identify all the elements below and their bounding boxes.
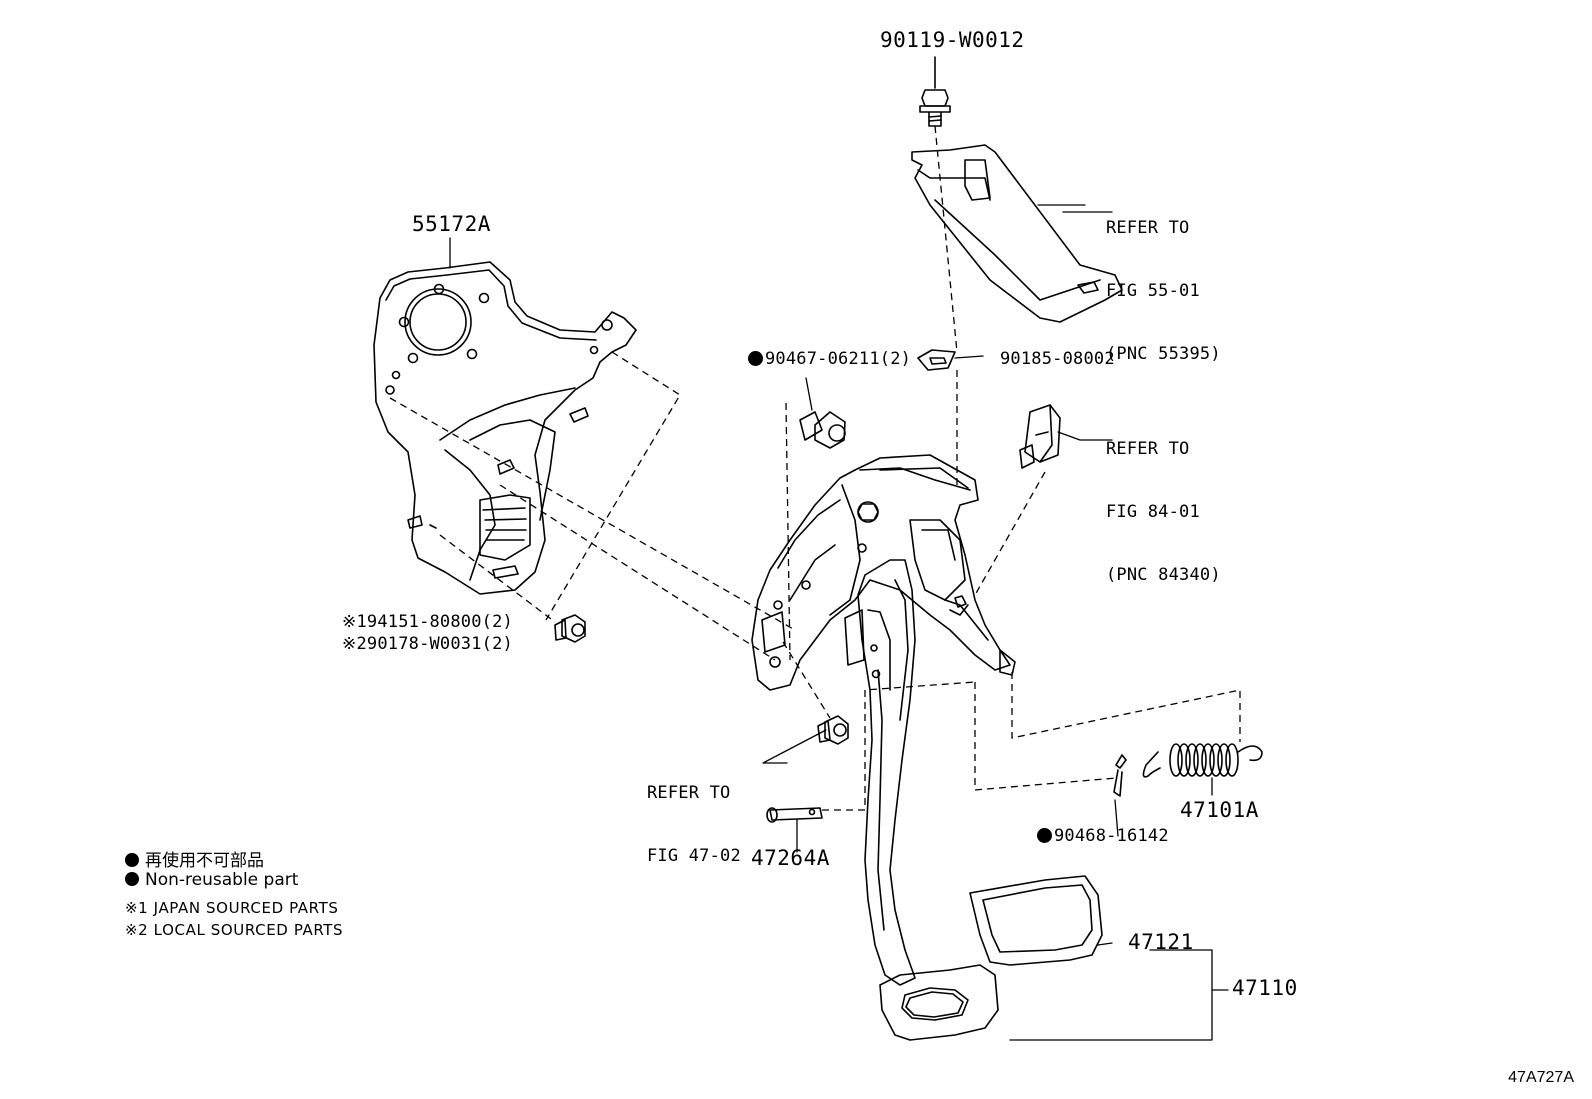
- part-label-94151[interactable]: ※194151-80800(2): [342, 612, 513, 633]
- nut-94151-drawing: [554, 614, 586, 643]
- refer-line-1: REFER TO: [1106, 439, 1190, 459]
- stop-lamp-switch-drawing: [1019, 404, 1061, 469]
- pedal-lever-drawing: [844, 559, 916, 986]
- legend-non-reusable-jp: 再使用不可部品: [125, 846, 264, 871]
- upper-cover-drawing: [911, 144, 1123, 323]
- part-label-90185[interactable]: 90185-08002: [1000, 349, 1115, 369]
- pin-47264a-drawing: [766, 807, 823, 853]
- part-label-90467[interactable]: 90467-06211(2): [748, 349, 911, 370]
- pedal-pad-47121-drawing: [969, 875, 1103, 966]
- refer-line-2: FIG 55-01: [1106, 281, 1200, 301]
- non-reusable-dot-icon: [1037, 828, 1052, 843]
- bracket-55172a-drawing: [373, 261, 637, 595]
- nut-refer-4702-drawing: [817, 715, 849, 745]
- refer-line-1: REFER TO: [1106, 218, 1190, 238]
- refer-line-3: (PNC 84340): [1106, 565, 1221, 585]
- legend-local-sourced: ※2 LOCAL SOURCED PARTS: [125, 921, 344, 939]
- bolt-90119-drawing: [919, 56, 951, 127]
- part-number-text: 90467-06211(2): [765, 349, 912, 369]
- part-label-47121[interactable]: 47121: [1128, 930, 1194, 954]
- refer-fig-84-01[interactable]: REFER TO FIG 84-01 (PNC 84340): [1106, 397, 1221, 607]
- stopper-90467-drawing: [799, 377, 846, 449]
- part-label-55172a[interactable]: 55172A: [412, 212, 491, 236]
- legend-dot-icon: [125, 853, 139, 867]
- part-number-text: 94151-80800(2): [366, 612, 513, 632]
- legend-non-reusable-en: Non-reusable part: [125, 870, 298, 890]
- part-number-text: 90468-16142: [1054, 826, 1169, 846]
- refer-line-3: (PNC 55395): [1106, 344, 1221, 364]
- refer-fig-47-02[interactable]: REFER TO FIG 47-02: [647, 741, 741, 888]
- part-label-47264a[interactable]: 47264A: [751, 846, 830, 870]
- part-label-47110[interactable]: 47110: [1232, 976, 1298, 1000]
- local-marker: ※2: [342, 634, 367, 654]
- legend-dot-icon: [125, 872, 139, 886]
- legend-text: Non-reusable part: [145, 870, 299, 890]
- figure-code: 47A727A: [1508, 1069, 1574, 1086]
- assembly-dashed-lines: [389, 125, 1241, 811]
- part-label-90178[interactable]: ※290178-W0031(2): [342, 634, 513, 655]
- part-number-text: 90178-W0031(2): [366, 634, 513, 654]
- clip-90468-drawing: [1113, 754, 1127, 837]
- pedal-support-drawing: [751, 454, 1016, 691]
- non-reusable-dot-icon: [748, 351, 763, 366]
- pedal-foot-plate-drawing: [879, 964, 999, 1041]
- refer-line-2: FIG 84-01: [1106, 502, 1200, 522]
- clip-90185-drawing: [917, 349, 984, 371]
- legend-text: 再使用不可部品: [145, 851, 264, 871]
- part-label-90468[interactable]: 90468-16142: [1037, 826, 1169, 847]
- legend-japan-sourced: ※1 JAPAN SOURCED PARTS: [125, 899, 339, 917]
- spring-47101a-drawing: [1142, 743, 1263, 796]
- refer-line-2: FIG 47-02: [647, 846, 741, 866]
- japan-marker: ※1: [342, 612, 367, 632]
- leader-lines: [449, 211, 1229, 1041]
- refer-line-1: REFER TO: [647, 783, 731, 803]
- refer-fig-55-01[interactable]: REFER TO FIG 55-01 (PNC 55395): [1106, 176, 1221, 386]
- part-label-47101a[interactable]: 47101A: [1180, 798, 1259, 822]
- part-label-90119[interactable]: 90119-W0012: [880, 28, 1025, 52]
